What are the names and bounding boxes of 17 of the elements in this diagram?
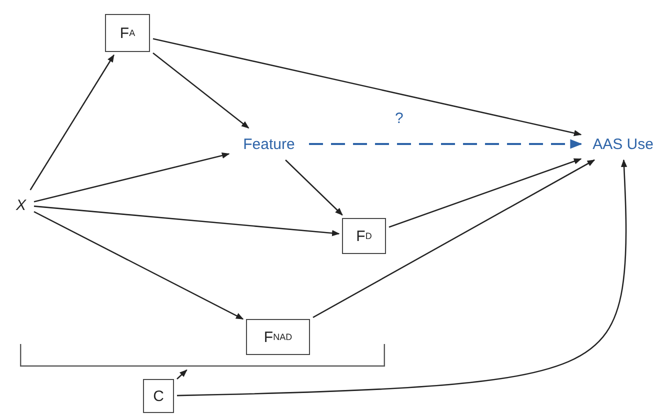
arrow <box>285 160 343 216</box>
variable-label: AAS Use <box>585 132 661 156</box>
arrow <box>30 54 114 190</box>
arrow <box>388 158 582 228</box>
arrow <box>309 139 582 149</box>
variable-label: X <box>10 192 32 218</box>
arrow <box>34 211 244 320</box>
variable-box: C <box>143 379 174 413</box>
variable-label: Feature <box>233 132 305 156</box>
bracket <box>20 344 385 367</box>
arrow <box>34 152 230 202</box>
arrow <box>312 159 596 318</box>
arrow <box>34 206 340 236</box>
arrow <box>152 38 582 136</box>
arrow <box>152 52 250 129</box>
arrow <box>176 159 628 396</box>
arrow <box>176 369 188 380</box>
